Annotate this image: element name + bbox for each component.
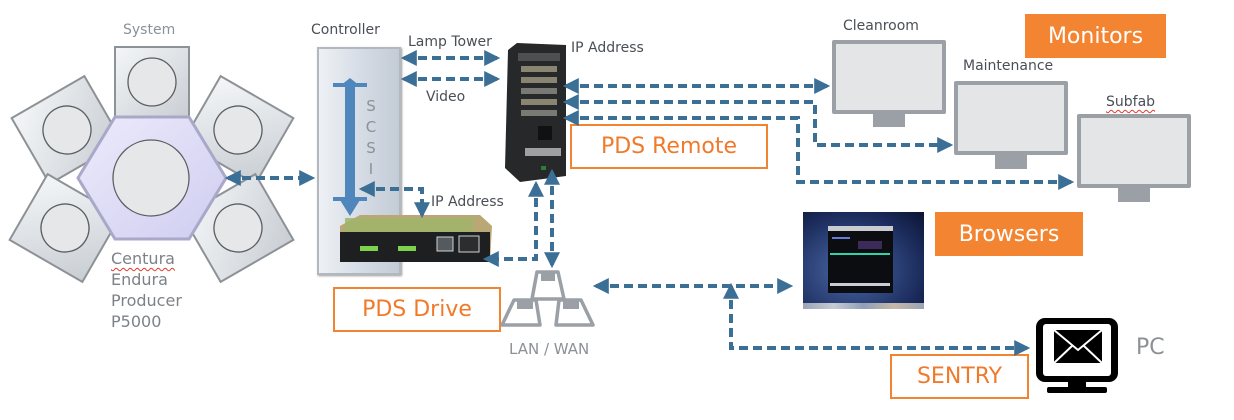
link-scsi-drive-ip: [358, 181, 430, 219]
lamp-tower-label: Lamp Tower: [408, 34, 492, 50]
scsi-letter: S: [366, 97, 376, 115]
product-line: Centura: [111, 249, 175, 268]
scsi-letter: I: [368, 160, 374, 178]
browser-window: [828, 226, 893, 293]
pc-label: PC: [1136, 335, 1165, 360]
product-line: Endura: [111, 270, 168, 289]
scsi-label: S C S I: [364, 96, 378, 180]
monitor-label-maintenance: Maintenance: [963, 58, 1054, 74]
monitor-stand: [1118, 188, 1150, 202]
system-title: System: [123, 22, 176, 38]
pds-drive-label: PDS Drive: [333, 287, 501, 332]
browsers-badge: Browsers: [935, 212, 1083, 256]
link-drive-remote: [482, 180, 544, 267]
pds-remote-ip-label: IP Address: [571, 40, 644, 56]
scsi-letter: S: [366, 139, 376, 157]
controller-title: Controller: [311, 22, 380, 38]
system-product-list: Centura Endura Producer P5000: [111, 248, 182, 332]
product-line: P5000: [111, 312, 162, 331]
monitor-label-cleanroom: Cleanroom: [843, 18, 919, 34]
browser-screenshot: [803, 212, 924, 309]
monitor-label-subfab: Subfab: [1106, 94, 1156, 110]
scsi-letter: C: [365, 118, 377, 136]
link-remote-maintenance: [562, 94, 954, 153]
video-label: Video: [426, 89, 466, 105]
scsi-arrow: [333, 78, 367, 216]
lan-wan-label: LAN / WAN: [509, 340, 590, 358]
monitor-screen: [1077, 114, 1191, 188]
monitors-badge: Monitors: [1025, 14, 1166, 58]
product-line: Producer: [111, 291, 182, 310]
link-lan-pc: [723, 282, 1031, 356]
chamber-top: [114, 46, 190, 118]
link-remote-subfab: [562, 110, 1075, 190]
transfer-chamber-hexagon: [76, 115, 228, 241]
